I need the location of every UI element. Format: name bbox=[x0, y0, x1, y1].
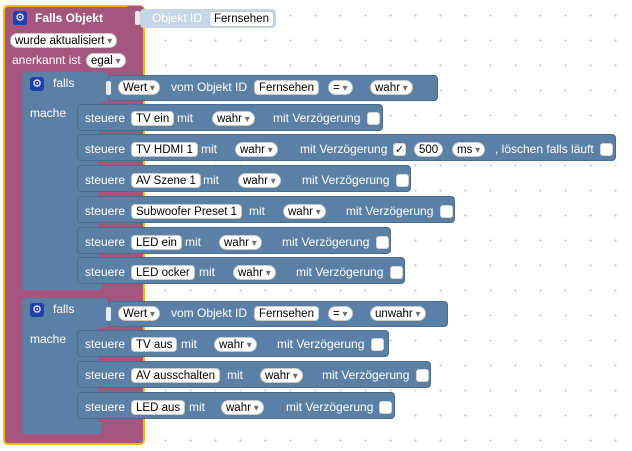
if-2-falls-label: falls bbox=[53, 302, 75, 316]
target-field[interactable]: AV Szene 1 bbox=[131, 173, 201, 188]
ack-label: anerkannt ist bbox=[12, 53, 81, 67]
target-field[interactable]: LED ein bbox=[131, 235, 182, 250]
target-field[interactable]: AV ausschalten bbox=[131, 368, 221, 383]
steuere-label: steuere bbox=[85, 337, 126, 351]
cond-2-attr-dropdown[interactable]: Wert bbox=[118, 306, 160, 321]
input-socket bbox=[106, 307, 111, 321]
target-field[interactable]: TV aus bbox=[131, 337, 178, 352]
target-field[interactable]: LED ocker bbox=[131, 265, 195, 280]
if-1-mache-label: mache bbox=[30, 106, 67, 120]
clear-label: , löschen falls läuft bbox=[495, 142, 594, 156]
mit-label: mit bbox=[181, 337, 197, 351]
mit-label: mit bbox=[203, 173, 219, 187]
delay-label: mit Verzögerung bbox=[273, 111, 361, 125]
input-socket bbox=[135, 11, 140, 25]
value-dropdown[interactable]: wahr bbox=[212, 111, 255, 126]
objekt-id-label: Objekt ID bbox=[152, 11, 203, 25]
if-1-falls-label: falls bbox=[53, 76, 75, 90]
input-socket bbox=[106, 81, 111, 95]
checkbox-icon[interactable] bbox=[416, 369, 429, 382]
target-field[interactable]: Subwoofer Preset 1 bbox=[131, 204, 243, 219]
cond-1-value-dropdown[interactable]: wahr bbox=[370, 80, 413, 95]
delay-value-field[interactable]: 500 bbox=[414, 142, 444, 157]
mit-label: mit bbox=[185, 235, 201, 249]
if-2-mache-label: mache bbox=[30, 332, 67, 346]
cond-1-op-dropdown[interactable]: = bbox=[328, 80, 353, 95]
delay-label: mit Verzögerung bbox=[322, 368, 410, 382]
cond-2-vom-label: vom Objekt ID bbox=[171, 306, 248, 320]
gear-icon[interactable]: ⚙ bbox=[30, 303, 44, 317]
target-field[interactable]: TV ein bbox=[131, 111, 175, 126]
steuere-label: steuere bbox=[85, 400, 126, 414]
value-dropdown[interactable]: wahr bbox=[233, 265, 276, 280]
cond-2-op-dropdown[interactable]: = bbox=[328, 306, 353, 321]
checkbox-icon[interactable] bbox=[440, 205, 453, 218]
mit-label: mit bbox=[227, 368, 243, 382]
steuere-label: steuere bbox=[85, 173, 126, 187]
checkbox-icon[interactable] bbox=[379, 401, 392, 414]
mit-label: mit bbox=[177, 111, 193, 125]
value-dropdown[interactable]: wahr bbox=[214, 337, 257, 352]
value-dropdown[interactable]: wahr bbox=[260, 368, 303, 383]
trigger-title: Falls Objekt bbox=[35, 11, 104, 25]
checkbox-icon[interactable] bbox=[371, 338, 384, 351]
mit-label: mit bbox=[189, 400, 205, 414]
target-field[interactable]: LED aus bbox=[131, 400, 186, 415]
steuere-label: steuere bbox=[85, 368, 126, 382]
value-dropdown[interactable]: wahr bbox=[283, 204, 326, 219]
if-block-2-footer bbox=[22, 422, 102, 434]
delay-label: mit Verzögerung bbox=[300, 142, 388, 156]
mit-label: mit bbox=[249, 204, 265, 218]
ack-dropdown[interactable]: egal bbox=[86, 53, 126, 68]
checkbox-icon[interactable] bbox=[390, 266, 403, 279]
delay-label: mit Verzögerung bbox=[346, 204, 434, 218]
value-dropdown[interactable]: wahr bbox=[221, 400, 264, 415]
steuere-label: steuere bbox=[85, 142, 126, 156]
steuere-label: steuere bbox=[85, 204, 126, 218]
delay-label: mit Verzögerung bbox=[302, 173, 390, 187]
delay-unit-dropdown[interactable]: ms bbox=[452, 142, 486, 157]
cond-2-value-dropdown[interactable]: unwahr bbox=[370, 306, 426, 321]
cond-2-object-field[interactable]: Fernsehen bbox=[254, 306, 319, 321]
target-field[interactable]: TV HDMI 1 bbox=[131, 142, 198, 157]
cond-1-object-field[interactable]: Fernsehen bbox=[254, 80, 319, 95]
steuere-label: steuere bbox=[85, 111, 126, 125]
value-dropdown[interactable]: wahr bbox=[238, 173, 281, 188]
checkbox-icon[interactable] bbox=[367, 112, 380, 125]
delay-label: mit Verzögerung bbox=[296, 265, 384, 279]
steuere-label: steuere bbox=[85, 265, 126, 279]
mit-label: mit bbox=[201, 142, 217, 156]
cond-1-attr-dropdown[interactable]: Wert bbox=[118, 80, 160, 95]
checkbox-icon[interactable] bbox=[376, 236, 389, 249]
mit-label: mit bbox=[199, 265, 215, 279]
checkbox-icon[interactable]: ✓ bbox=[393, 143, 406, 156]
delay-label: mit Verzögerung bbox=[282, 235, 370, 249]
delay-label: mit Verzögerung bbox=[277, 337, 365, 351]
event-type-dropdown[interactable]: wurde aktualisiert bbox=[10, 33, 118, 48]
objekt-id-value[interactable]: Fernsehen bbox=[209, 11, 274, 27]
delay-label: mit Verzögerung bbox=[286, 400, 374, 414]
gear-icon[interactable]: ⚙ bbox=[13, 11, 27, 25]
cond-1-vom-label: vom Objekt ID bbox=[171, 80, 248, 94]
gear-icon[interactable]: ⚙ bbox=[30, 77, 44, 91]
checkbox-icon[interactable] bbox=[396, 174, 409, 187]
checkbox-icon[interactable] bbox=[600, 143, 613, 156]
value-dropdown[interactable]: wahr bbox=[219, 235, 262, 250]
value-dropdown[interactable]: wahr bbox=[235, 142, 278, 157]
steuere-label: steuere bbox=[85, 235, 126, 249]
